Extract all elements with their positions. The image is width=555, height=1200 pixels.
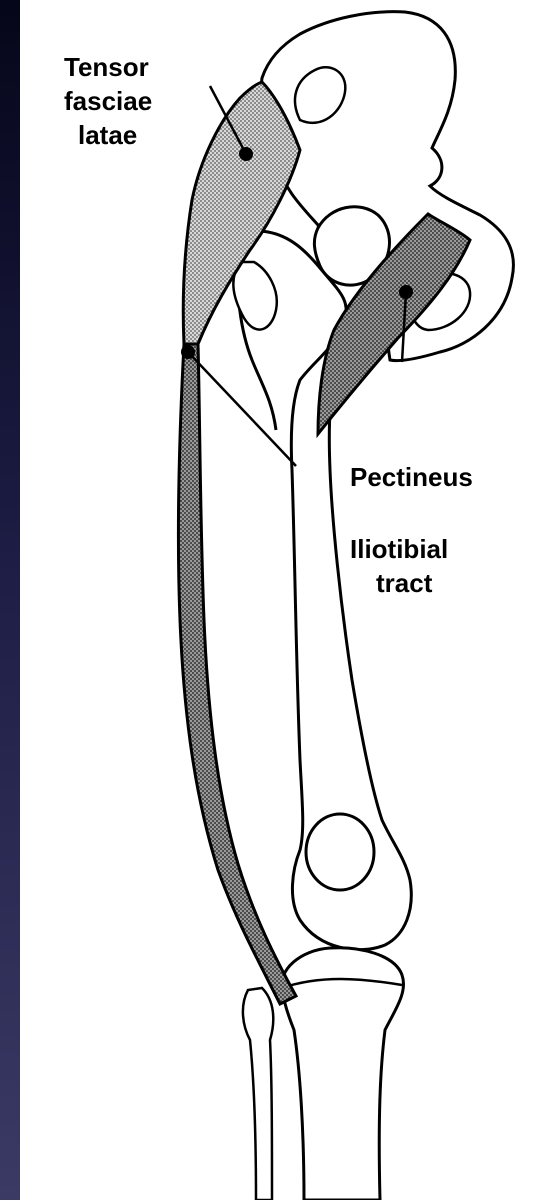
patella [306, 814, 374, 890]
label-tensor-line1: Tensor [64, 50, 149, 84]
pectineus-leader-dot [399, 285, 413, 299]
label-iliotibial-line2: tract [376, 566, 432, 600]
iliotibial-leader-dot [181, 345, 195, 359]
tensor-leader-dot [239, 147, 253, 161]
label-tensor-line3: latae [78, 118, 137, 152]
fibula [243, 988, 273, 1200]
tibia [282, 948, 404, 1200]
label-iliotibial-line1: Iliotibial [350, 532, 448, 566]
label-pectineus: Pectineus [350, 460, 473, 494]
label-tensor-line2: fasciae [64, 84, 152, 118]
iliotibial-tract [178, 344, 296, 1004]
iliotibial-leader-line [188, 352, 296, 466]
